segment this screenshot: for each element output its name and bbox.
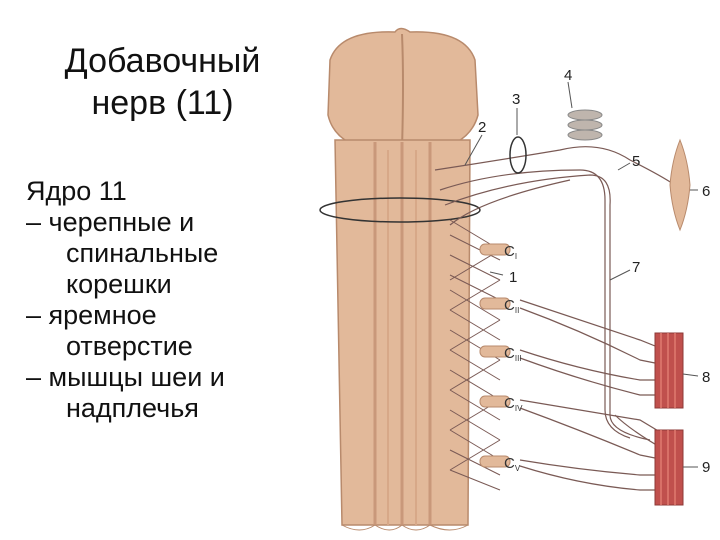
root-label-c1: CI <box>504 243 517 261</box>
label-1: 1 <box>509 269 517 286</box>
item-foramen-2: отверстие <box>26 331 311 362</box>
item-roots-2: спинальные <box>26 238 311 269</box>
root-label-c2: CII <box>504 297 519 315</box>
root-label-c4: CIV <box>504 395 523 413</box>
label-9: 9 <box>702 459 710 476</box>
item-roots-3: корешки <box>26 269 311 300</box>
item-muscles-2: надплечья <box>26 393 311 424</box>
item-muscles-1: – мышцы шеи и <box>26 362 311 393</box>
label-8: 8 <box>702 369 710 386</box>
nodose-ganglion <box>568 110 602 140</box>
label-7: 7 <box>632 259 640 276</box>
muscle-9 <box>655 430 683 505</box>
item-roots-1: – черепные и <box>26 207 311 238</box>
title-line-1: Добавочный <box>20 40 305 82</box>
accessory-nerve-trunk <box>435 147 675 490</box>
label-3: 3 <box>512 91 520 108</box>
root-label-c3: CIII <box>504 345 522 363</box>
label-5: 5 <box>632 153 640 170</box>
description-text: Ядро 11 – черепные и спинальные корешки … <box>26 176 311 424</box>
accessory-nerve-diagram: 1 2 3 4 5 6 7 8 9 CI CII CIII CIV CV <box>300 20 720 540</box>
jugular-ring <box>510 137 526 173</box>
ganglion-spindle <box>670 140 690 230</box>
item-foramen-1: – яремное <box>26 300 311 331</box>
label-2: 2 <box>478 119 486 136</box>
label-4: 4 <box>564 67 572 84</box>
root-label-c5: CV <box>504 455 521 473</box>
muscle-8 <box>655 333 683 408</box>
label-6: 6 <box>702 183 710 200</box>
slide-title: Добавочный нерв (11) <box>20 40 305 124</box>
nucleus-line: Ядро 11 <box>26 176 311 207</box>
title-line-2: нерв (11) <box>20 82 305 124</box>
